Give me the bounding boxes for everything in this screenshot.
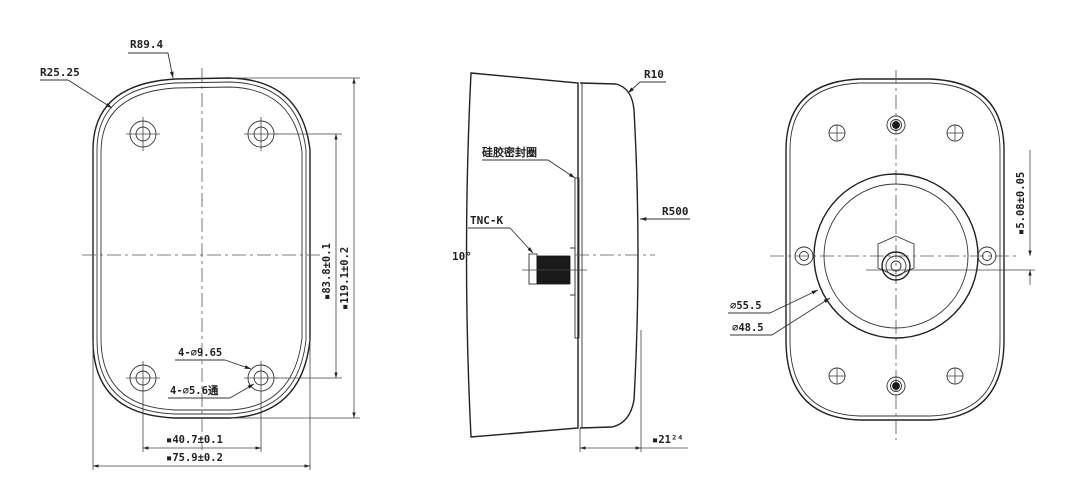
depth-label: ▪21²⁴ [652, 434, 684, 446]
connector-label: TNC-K [470, 214, 503, 227]
overall-width-label: ▪75.9±0.2 [166, 452, 223, 464]
hole-spacing-vertical-label: ▪83.8±0.1 [321, 243, 333, 300]
mounting-hole [126, 117, 160, 151]
screw-boss [977, 246, 997, 266]
back-hole [828, 367, 846, 385]
back-hole [946, 124, 964, 142]
back-hole [946, 367, 964, 385]
hole-spacing-horizontal-label: ▪40.7±0.1 [166, 434, 223, 446]
offset-label: ▪5.08±0.05 [1015, 172, 1027, 235]
top-radius-label: R89.4 [130, 38, 163, 51]
back-hole [828, 124, 846, 142]
mounting-hole [244, 117, 278, 151]
side-radome-outline [579, 82, 639, 429]
screw-boss [886, 115, 906, 135]
hole-inner-label: 4-⌀5.6通 [170, 385, 219, 397]
side-corner-radius-label: R10 [644, 68, 664, 81]
mounting-hole [126, 361, 160, 395]
side-view: 10° R10 硅胶密封圈 TNC-K R500 ▪21²⁴ [452, 68, 690, 452]
inner-ring [823, 183, 969, 329]
corner-radius-label: R25.25 [40, 66, 80, 79]
face-radius-label: R500 [662, 205, 689, 218]
overall-height-label: ▪119.1±0.2 [339, 247, 351, 310]
side-base-outline [465, 72, 579, 438]
inner-diameter-label: ⌀48.5 [732, 322, 764, 334]
seal-ring-label: 硅胶密封圈 [482, 145, 537, 159]
hole-outer-label: 4-⌀9.65 [178, 347, 222, 359]
screw-boss [794, 246, 814, 266]
front-outline [92, 77, 311, 419]
draft-angle-label: 10° [452, 250, 472, 263]
front-view: R25.25 R89.4 4-⌀9.65 4-⌀5.6通 ▪83.8±0.1 ▪… [40, 38, 360, 470]
outer-diameter-label: ⌀55.5 [730, 300, 762, 312]
screw-boss [886, 376, 906, 396]
mounting-hole [244, 361, 278, 395]
back-view: ⌀55.5 ⌀48.5 ▪5.08±0.05 [728, 70, 1035, 440]
back-outline [785, 78, 1005, 421]
